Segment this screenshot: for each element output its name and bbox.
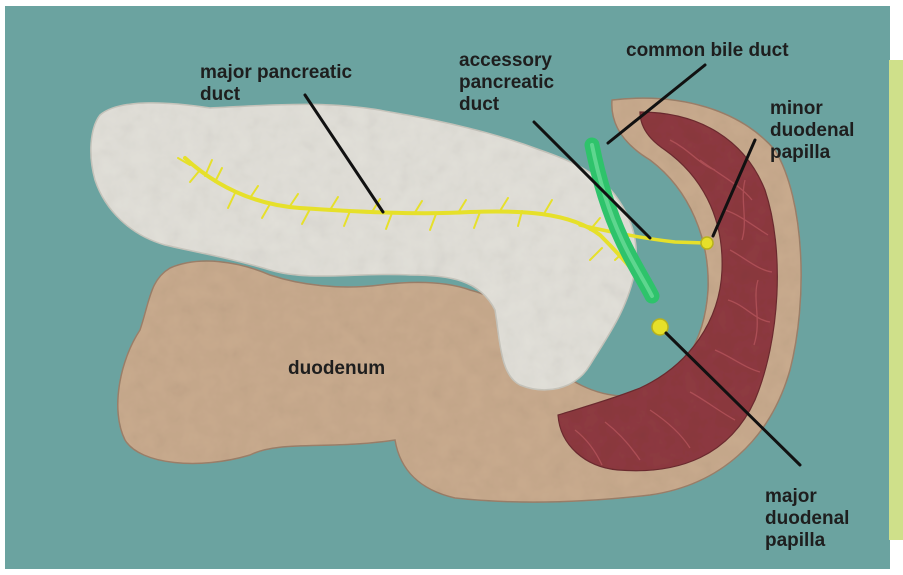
leader-accessory-pancreatic-duct — [532, 120, 652, 240]
minor-papilla-marker — [700, 236, 714, 250]
accessory-pancreatic-duct — [578, 223, 707, 245]
bile-duct-highlight — [590, 143, 654, 298]
label-line: papilla — [765, 530, 826, 551]
leader-major-duodenal-papilla — [664, 331, 802, 467]
label-common-bile-duct: common bile duct — [626, 40, 789, 62]
label-line: papilla — [770, 142, 831, 163]
label-line: duodenum — [288, 358, 386, 379]
pancreas — [90, 102, 638, 391]
label-line: major — [765, 486, 817, 507]
label-major-pancreatic-duct: major pancreatic duct — [200, 62, 352, 106]
label-line: duodenal — [765, 508, 850, 529]
label-line: accessory — [459, 50, 552, 71]
major-papilla-marker — [651, 318, 669, 336]
mucosal-folds — [574, 139, 773, 466]
label-line: duct — [459, 94, 500, 115]
label-line: duodenal — [770, 120, 855, 141]
label-line: major pancreatic — [200, 62, 353, 83]
label-minor-duodenal-papilla: minor duodenal papilla — [770, 98, 854, 164]
label-line: common bile duct — [626, 40, 789, 61]
right-edge-strip — [889, 60, 903, 540]
label-duodenum: duodenum — [288, 358, 385, 380]
label-line: minor — [770, 98, 823, 119]
label-line: duct — [200, 84, 241, 105]
label-major-duodenal-papilla: major duodenal papilla — [765, 486, 849, 552]
label-line: pancreatic — [459, 72, 555, 93]
label-accessory-pancreatic-duct: accessory pancreatic duct — [459, 50, 554, 116]
leader-minor-duodenal-papilla — [711, 138, 757, 238]
leader-lines — [303, 63, 802, 467]
leader-major-pancreatic-duct — [303, 93, 385, 214]
duodenum-lumen — [557, 111, 778, 472]
leader-common-bile-duct — [606, 63, 707, 145]
